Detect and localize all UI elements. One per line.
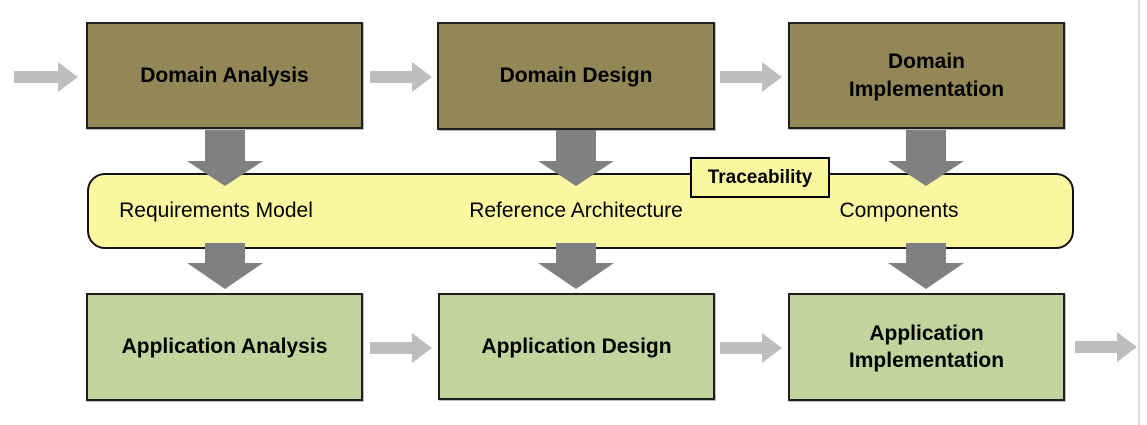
page-edge-line [1138, 0, 1140, 425]
flow-arrow-right-entry-icon [14, 62, 78, 92]
domain-analysis-box: Domain Analysis [86, 22, 363, 129]
artifact-arrow-down-application-analysis-icon [187, 243, 263, 289]
application-implementation-box: Application Implementation [788, 293, 1065, 401]
artifact-arrow-down-domain-analysis-icon [187, 130, 263, 186]
artifact-arrow-down-application-design-icon [538, 243, 614, 289]
application-design-label: Application Design [481, 334, 672, 358]
flow-arrow-right-design-to-implementation-icon [720, 62, 782, 92]
requirements-model-label: Requirements Model [119, 199, 313, 222]
flow-arrow-right-app-design-to-implementation-icon [720, 333, 782, 363]
artifact-arrow-down-domain-design-icon [538, 130, 614, 186]
application-implementation-label: Application Implementation [848, 321, 1005, 372]
reference-architecture-label: Reference Architecture [469, 199, 683, 222]
domain-design-label: Domain Design [499, 64, 653, 88]
artifact-arrow-down-application-implementation-icon [888, 243, 964, 289]
domain-analysis-label: Domain Analysis [140, 63, 309, 87]
artifact-arrow-down-domain-implementation-icon [888, 130, 964, 186]
application-design-box: Application Design [438, 293, 715, 400]
traceability-label: Traceability [707, 166, 813, 188]
flow-arrow-right-exit-icon [1075, 332, 1137, 362]
domain-implementation-box: Domain Implementation [788, 22, 1065, 129]
application-analysis-label: Application Analysis [121, 335, 328, 359]
flow-arrow-right-app-analysis-to-design-icon [370, 333, 432, 363]
domain-implementation-label: Domain Implementation [848, 50, 1005, 101]
components-label: Components [839, 199, 959, 222]
flow-arrow-right-analysis-to-design-icon [370, 62, 432, 92]
domain-design-box: Domain Design [437, 22, 715, 130]
traceability-tag: Traceability [690, 157, 830, 198]
application-analysis-box: Application Analysis [86, 293, 363, 401]
